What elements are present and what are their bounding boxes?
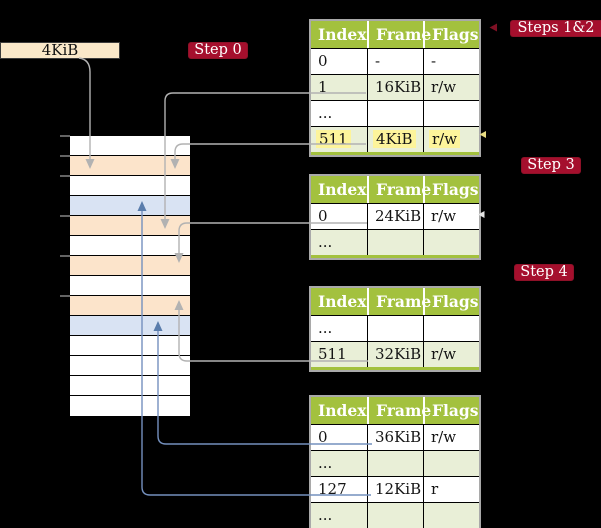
column-header: Index <box>318 25 367 44</box>
table-cell: 1 <box>318 78 328 96</box>
table-cell: ... <box>318 104 333 122</box>
table-cell: r/w <box>423 127 479 152</box>
column-header: Flags <box>423 21 479 48</box>
column-header: Frame <box>367 288 431 315</box>
highlighted-value: r/w <box>429 130 461 148</box>
table-cell <box>423 503 479 528</box>
table-cell: 511 <box>311 127 367 152</box>
table-cell <box>423 101 479 126</box>
table-cell: ... <box>318 454 333 472</box>
table-cell <box>423 316 479 341</box>
memory-row-white <box>70 236 190 256</box>
table-row: ... <box>311 315 479 341</box>
table-row: 0 -- <box>311 48 479 74</box>
memory-row-white <box>70 276 190 296</box>
column-header: Index <box>318 401 367 420</box>
column-header: Frame <box>367 176 431 203</box>
table-cell: 24KiB <box>367 204 423 229</box>
badge-step-4: Step 4 <box>514 264 574 281</box>
highlighted-value: 4KiB <box>373 130 416 148</box>
badge-arrow-fragment <box>489 23 497 32</box>
memory-row-white <box>70 136 190 156</box>
table-cell <box>423 451 479 476</box>
table-cell: 32KiB <box>367 342 423 367</box>
memory-row-white <box>70 396 190 416</box>
table-cell <box>367 451 423 476</box>
column-header: Index <box>318 292 367 311</box>
table-cell <box>367 101 423 126</box>
table-cell: r/w <box>423 425 479 450</box>
table-row: 511 4KiB r/w <box>311 126 479 152</box>
table-cell: 4KiB <box>367 127 423 152</box>
badge-step-3: Step 3 <box>521 157 581 174</box>
memory-row-white <box>70 176 190 196</box>
table-cell: r/w <box>423 204 479 229</box>
column-header: Frame <box>367 21 431 48</box>
table-cell <box>367 316 423 341</box>
table-row: ... <box>311 450 479 476</box>
table-cell <box>423 230 479 255</box>
memory-row-orange <box>70 156 190 176</box>
memory-row-orange <box>70 296 190 316</box>
table-cell: 0 <box>318 428 328 446</box>
column-header: Flags <box>423 397 479 424</box>
table-cell: r/w <box>423 75 479 100</box>
table-cell: 36KiB <box>367 425 423 450</box>
table-cell: 127 <box>318 480 347 498</box>
column-header: Flags <box>423 176 479 203</box>
table-cell: r/w <box>423 342 479 367</box>
table-cell: 12KiB <box>367 477 423 502</box>
table-cell: - <box>423 49 479 74</box>
table-cell: 16KiB <box>367 75 423 100</box>
physical-frame-box: 4KiB <box>0 42 120 59</box>
badge-steps-1-2: Steps 1&2 <box>510 20 601 37</box>
table-cell: - <box>367 49 423 74</box>
memory-row-blue <box>70 196 190 216</box>
memory-row-white <box>70 356 190 376</box>
table-cell <box>367 230 423 255</box>
badge-step-0: Step 0 <box>188 42 248 59</box>
table-cell: 511 <box>318 345 347 363</box>
memory-row-orange <box>70 256 190 276</box>
column-header: Frame <box>367 397 431 424</box>
table-cell: ... <box>318 506 333 524</box>
table-row: ... <box>311 100 479 126</box>
memory-row-white <box>70 336 190 356</box>
table-cell: r <box>423 477 479 502</box>
table-cell <box>367 503 423 528</box>
memory-row-blue <box>70 316 190 336</box>
memory-row-white <box>70 376 190 396</box>
table-cell: ... <box>318 233 333 251</box>
memory-column <box>69 135 191 417</box>
column-header: Index <box>318 180 367 199</box>
table-cell: 0 <box>318 52 328 70</box>
table-row: ... <box>311 229 479 255</box>
memory-row-orange <box>70 216 190 236</box>
column-header: Flags <box>423 288 479 315</box>
table-cell: ... <box>318 319 333 337</box>
highlighted-value: 511 <box>316 130 351 148</box>
table-row: ... <box>311 502 479 528</box>
table-cell: 0 <box>318 207 328 225</box>
